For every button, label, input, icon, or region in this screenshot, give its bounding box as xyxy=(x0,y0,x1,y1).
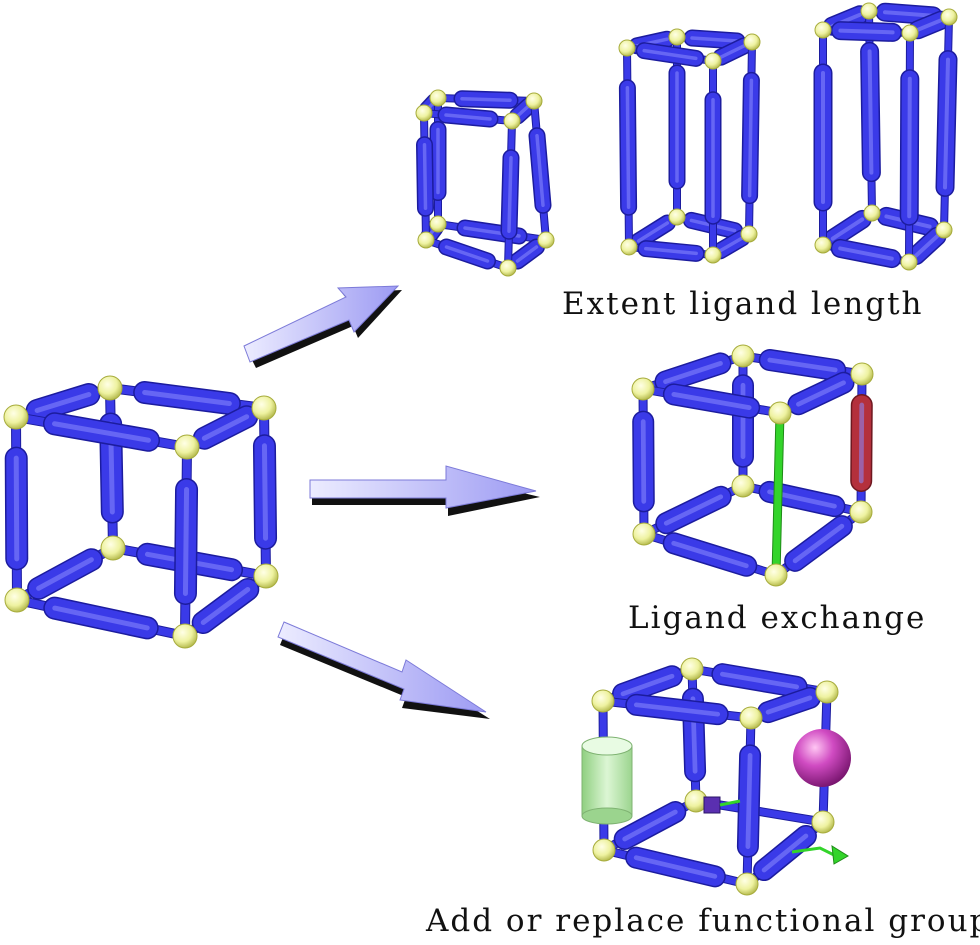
arrow-right-icon xyxy=(309,465,540,516)
metal-node xyxy=(499,259,517,277)
caption-extend-ligand-length: Extent ligand length xyxy=(562,286,924,322)
metal-node xyxy=(731,344,755,368)
caption-functional-groups: Add or replace functional groups xyxy=(426,903,980,939)
metal-node xyxy=(503,112,521,130)
metal-node xyxy=(940,8,958,26)
metal-node xyxy=(860,2,878,20)
metal-node xyxy=(740,225,758,243)
functional-linker xyxy=(719,799,741,807)
arrow-down-right-icon xyxy=(277,621,490,719)
metal-node xyxy=(618,39,636,57)
metal-node xyxy=(4,587,30,613)
metal-node xyxy=(849,500,873,524)
metal-node xyxy=(172,623,198,649)
metal-node xyxy=(735,872,759,896)
functional-linker xyxy=(791,846,837,858)
metal-node xyxy=(900,253,918,271)
metal-node xyxy=(668,208,686,226)
metal-node xyxy=(743,33,761,51)
metal-node xyxy=(632,522,656,546)
short-cage xyxy=(415,89,555,277)
metal-node xyxy=(631,377,655,401)
exchanged-cage xyxy=(631,344,874,587)
metal-node xyxy=(174,434,200,460)
metal-node xyxy=(251,395,277,421)
metal-node xyxy=(704,246,722,264)
metal-node xyxy=(97,375,123,401)
functional-cone xyxy=(831,845,849,865)
metal-node xyxy=(811,810,835,834)
metal-node xyxy=(3,404,29,430)
linker-rod xyxy=(772,409,784,579)
metal-node xyxy=(935,221,953,239)
metal-node xyxy=(415,104,433,122)
metal-node xyxy=(592,838,616,862)
metal-node xyxy=(814,236,832,254)
parent-cage xyxy=(3,375,279,649)
metal-node xyxy=(739,706,763,730)
metal-node xyxy=(704,52,722,70)
functional-cylinder xyxy=(581,745,633,817)
metal-node xyxy=(731,474,755,498)
metal-node xyxy=(850,362,874,386)
metal-node xyxy=(417,231,435,249)
functionalized-cage xyxy=(581,657,851,896)
functional-cube xyxy=(703,796,721,814)
caption-ligand-exchange: Ligand exchange xyxy=(628,600,927,636)
metal-node xyxy=(863,204,881,222)
metal-node xyxy=(429,215,447,233)
metal-node xyxy=(668,28,686,46)
metal-node xyxy=(680,657,704,681)
metal-node xyxy=(537,231,555,249)
arrow-up-right-icon xyxy=(243,285,402,368)
metal-node xyxy=(901,24,919,42)
metal-node xyxy=(814,21,832,39)
metal-node xyxy=(525,92,543,110)
tall-cage xyxy=(813,2,958,271)
metal-node xyxy=(100,535,126,561)
metal-node xyxy=(815,680,839,704)
metal-node xyxy=(253,563,279,589)
metal-node xyxy=(768,401,792,425)
medium-cage xyxy=(618,28,761,264)
metal-node xyxy=(429,89,447,107)
metal-node xyxy=(764,563,788,587)
functional-sphere xyxy=(793,729,851,787)
metal-node xyxy=(591,689,615,713)
metal-node xyxy=(620,238,638,256)
